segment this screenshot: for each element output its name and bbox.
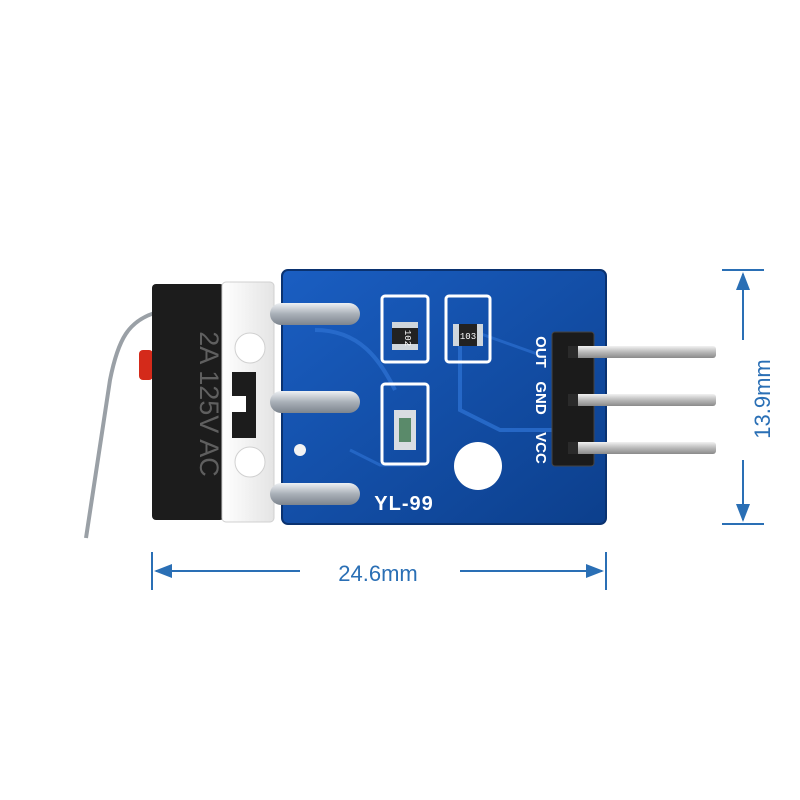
resistor-102-marking: 102 <box>402 330 412 346</box>
pin-labels: OUT GND VCC <box>532 336 549 464</box>
resistor-102: 102 <box>380 294 430 364</box>
switch-rating: 2A 125V AC <box>194 331 224 477</box>
mounting-hole <box>454 442 502 490</box>
switch-lever-tip <box>139 350 153 380</box>
pin-label-out: OUT <box>532 336 549 368</box>
model-label: YL-99 <box>374 493 433 515</box>
pin-label-gnd: GND <box>532 381 549 415</box>
width-dimension <box>151 552 607 590</box>
pin-label-vcc: VCC <box>532 432 549 464</box>
resistor-103-marking: 103 <box>460 332 476 342</box>
micro-switch: 2A 125V AC <box>84 281 275 539</box>
height-dimension-label: 13.9mm <box>750 359 775 439</box>
width-dimension-label: 24.6mm <box>338 561 418 586</box>
switch-legs <box>270 303 360 505</box>
height-dimension <box>722 269 764 525</box>
resistor-103: 103 <box>444 294 492 364</box>
switch-lever <box>84 310 159 539</box>
pin-header <box>551 331 716 467</box>
status-led <box>380 382 430 466</box>
